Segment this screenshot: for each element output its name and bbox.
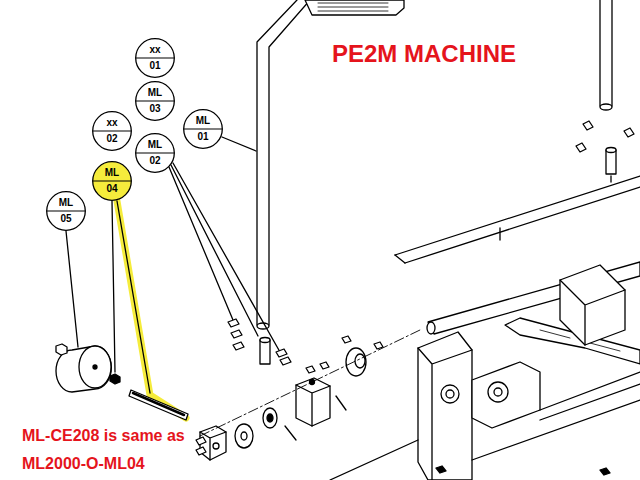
callout-circle: xx 02 <box>92 111 132 151</box>
callout-circle: xx 01 <box>135 38 175 78</box>
callout-number: 01 <box>135 60 175 72</box>
callout-circle: ML 03 <box>135 81 175 121</box>
callout-code: xx <box>135 44 175 56</box>
callout-circle: ML 01 <box>183 109 223 149</box>
part-note: ML-CE208 is same as ML2000-O-ML04 <box>22 422 212 478</box>
callout-number: 02 <box>135 155 175 167</box>
callout-number: 02 <box>92 133 132 145</box>
callout-number: 05 <box>46 213 86 225</box>
callout-circle: ML 04 <box>92 161 132 201</box>
callout-code: ML <box>183 115 223 127</box>
callout-circle: ML 05 <box>46 191 86 231</box>
callout-number: 04 <box>92 183 132 195</box>
callout-number: 03 <box>135 103 175 115</box>
callout-circle: ML 02 <box>135 133 175 173</box>
callout-code: ML <box>92 167 132 179</box>
callout-code: ML <box>135 87 175 99</box>
machine-title: PE2M MACHINE <box>332 40 516 68</box>
callout-code: xx <box>92 117 132 129</box>
callout-number: 01 <box>183 131 223 143</box>
callout-code: ML <box>46 197 86 209</box>
callout-code: ML <box>135 139 175 151</box>
